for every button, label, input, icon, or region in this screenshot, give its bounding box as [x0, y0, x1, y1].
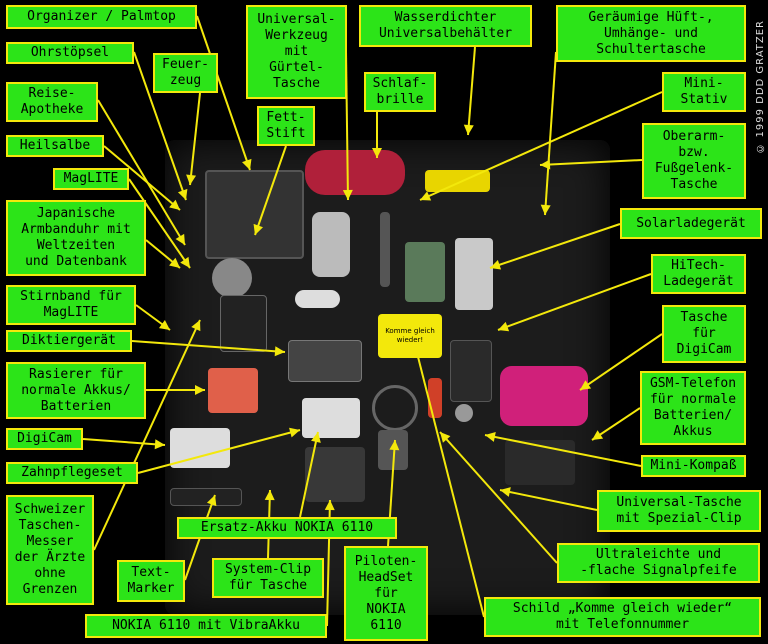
label-heilsalbe: Heilsalbe	[6, 135, 104, 157]
calculator	[220, 295, 267, 352]
organizer-device	[205, 170, 304, 259]
digicam-pouch	[500, 366, 588, 426]
label-organizer: Organizer / Palmtop	[6, 5, 197, 29]
wristwatch	[212, 258, 252, 298]
label-signalpfeife: Ultraleichte und -flache Signalpfeife	[557, 543, 760, 583]
label-taschedigicam: Tasche für DigiCam	[662, 305, 746, 363]
label-digicam: DigiCam	[6, 428, 83, 450]
headset-coil	[372, 385, 418, 431]
solar-charger	[455, 238, 493, 310]
label-gsm: GSM-Telefon für normale Batterien/ Akkus	[640, 371, 746, 445]
sleep-mask	[305, 150, 405, 195]
sign-card-text: Komme gleich wieder!	[380, 316, 440, 356]
label-werkzeug: Universal- Werkzeug mit Gürtel- Tasche	[246, 5, 347, 99]
label-solar: Solarladegerät	[620, 208, 762, 239]
pill-case	[295, 290, 340, 308]
label-kompass: Mini-Kompaß	[641, 455, 746, 477]
swiss-knife	[170, 488, 242, 506]
dictaphone	[288, 340, 362, 382]
hitech-charger	[450, 340, 492, 402]
label-nokiavibra: NOKIA 6110 mit VibraAkku	[85, 614, 327, 638]
label-headset: Piloten- HeadSet für NOKIA 6110	[344, 546, 428, 641]
multi-tool	[312, 212, 350, 277]
label-wasserdicht: Wasserdichter Universalbehälter	[359, 5, 532, 47]
label-ersatzakku: Ersatz-Akku NOKIA 6110	[177, 517, 397, 539]
label-diktiergeraet: Diktiergerät	[6, 330, 132, 352]
label-huefttasche: Geräumige Hüft-, Umhänge- und Schulterta…	[556, 5, 746, 62]
battery-pack	[405, 242, 445, 302]
digicam-body	[170, 428, 230, 468]
label-universaltasche: Universal-Tasche mit Spezial-Clip	[597, 490, 761, 532]
arrowhead-wasserdicht	[463, 124, 474, 135]
label-maglite: MagLITE	[53, 168, 129, 190]
label-zahnpflege: Zahnpflegeset	[6, 462, 138, 484]
label-hitech: HiTech- Ladegerät	[651, 254, 746, 294]
label-stirnband: Stirnband für MagLITE	[6, 285, 136, 325]
label-ohrstoepsel: Ohrstöpsel	[6, 42, 134, 64]
leader-line-wasserdicht	[467, 46, 476, 136]
label-ministativ: Mini- Stativ	[662, 72, 746, 112]
label-textmarker: Text- Marker	[117, 560, 185, 602]
label-rasierer: Rasierer für normale Akkus/ Batterien	[6, 362, 146, 419]
label-systemclip: System-Clip für Tasche	[212, 558, 324, 598]
mini-tripod	[380, 212, 390, 287]
arrowhead-digicam	[154, 439, 165, 450]
toothcare-case	[302, 398, 360, 438]
waterproof-container	[425, 170, 490, 192]
signal-whistle	[428, 378, 442, 418]
label-reiseapotheke: Reise- Apotheke	[6, 82, 98, 122]
leader-line-digicam	[82, 438, 166, 446]
gsm-phone	[505, 440, 575, 485]
label-fettstift: Fett- Stift	[257, 106, 315, 146]
label-schweizer: Schweizer Taschen- Messer der Ärzte ohne…	[6, 495, 94, 605]
label-armbanduhr: Japanische Armbanduhr mit Weltzeiten und…	[6, 200, 146, 276]
shaver	[208, 368, 258, 413]
copyright-text: © 1999 DDD GRATZER	[755, 20, 766, 154]
label-feuerzeug: Feuer- zeug	[153, 53, 218, 93]
nokia-phone	[305, 447, 365, 502]
compass	[455, 404, 473, 422]
label-schlafbrille: Schlaf- brille	[364, 72, 436, 112]
spare-battery	[378, 430, 408, 470]
label-oberarm: Oberarm- bzw. Fußgelenk- Tasche	[642, 123, 746, 199]
label-schild: Schild „Komme gleich wieder“ mit Telefon…	[484, 597, 761, 637]
